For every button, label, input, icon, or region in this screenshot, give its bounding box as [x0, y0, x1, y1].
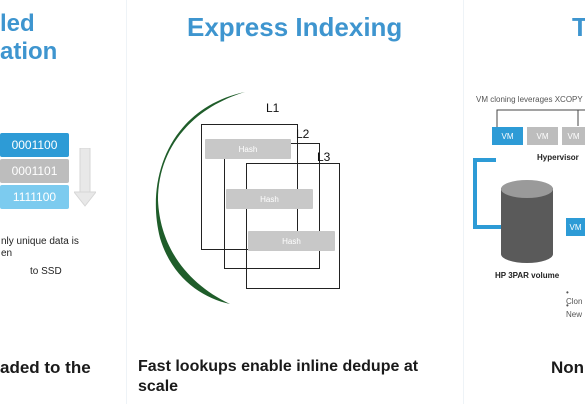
right-caption: VM cloning leverages XCOPY: [476, 95, 583, 104]
left-note-line2: en: [1, 248, 13, 259]
storage-cylinder-icon: [501, 180, 553, 263]
vm-badge-3: VM: [562, 127, 585, 145]
left-to-ssd: to SSD: [30, 266, 62, 277]
layer-label-l1: L1: [266, 101, 280, 115]
left-bottom-text: aded to the: [0, 358, 91, 377]
right-connector-lines: [473, 109, 585, 229]
hypervisor-label: Hypervisor: [537, 153, 579, 162]
code-box-1: 0001100: [0, 133, 69, 157]
volume-label: HP 3PAR volume: [495, 271, 560, 280]
code-box-2: 0001101: [0, 159, 69, 183]
vm-badge-4: VM: [566, 218, 585, 236]
code-box-3: 1111100: [0, 185, 69, 209]
vm-badge-2: VM: [527, 127, 558, 145]
left-title-line1: led: [0, 10, 35, 37]
layer-label-l3: L3: [317, 150, 331, 164]
hash-bar-3: Hash: [248, 231, 335, 251]
down-arrow-icon: [74, 148, 96, 207]
panel-divider: [126, 0, 127, 404]
middle-bottom-line1: Fast lookups enable inline dedupe at: [138, 358, 419, 375]
left-note-line1: nly unique data is: [1, 236, 79, 247]
layer-label-l2: L2: [296, 127, 310, 141]
hash-bar-1: Hash: [205, 139, 291, 159]
vm-badge-1: VM: [492, 127, 523, 145]
index-layer-3: [246, 163, 340, 289]
middle-title: Express Indexing: [187, 12, 403, 42]
bullet-2: • New: [566, 301, 583, 319]
hash-bar-2: Hash: [226, 189, 313, 209]
right-bottom-text: Non: [551, 358, 585, 377]
left-title-line2: ation: [0, 38, 58, 65]
right-title: T: [572, 12, 585, 42]
middle-bottom-line2: scale: [138, 378, 179, 395]
panel-divider: [463, 0, 464, 404]
bullet-1: • Clon: [566, 288, 583, 306]
